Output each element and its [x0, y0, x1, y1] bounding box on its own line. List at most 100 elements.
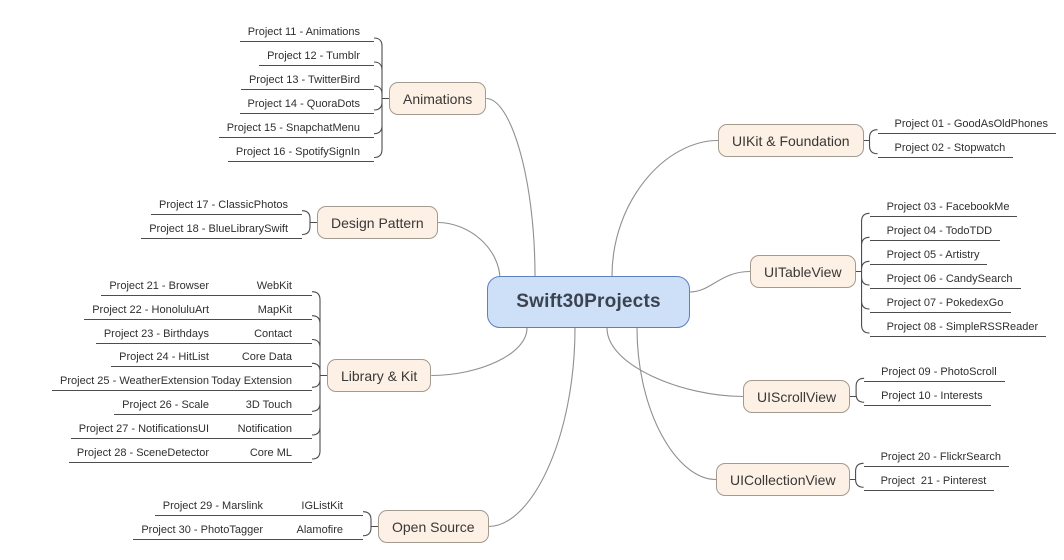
connector-path	[362, 511, 379, 537]
leaf-framework-label: Today Extension	[211, 375, 292, 388]
leaf-topic-label: Project 09 - PhotoScroll	[881, 366, 997, 379]
branch-topic-uikit-foundation[interactable]: UIKit & Foundation	[718, 124, 864, 157]
branch-topic-uitableview[interactable]: UITableView	[750, 255, 856, 288]
leaf-topic-label: Project 12 - Tumblr	[267, 50, 360, 62]
connector-path	[849, 377, 865, 403]
connector-path	[301, 210, 318, 236]
connector-path	[486, 97, 536, 277]
leaf-topic[interactable]: Project 20 - FlickrSearch	[863, 443, 1010, 468]
leaf-topic[interactable]: Project 26 - Scale 3D Touch	[114, 391, 312, 416]
leaf-topic[interactable]: Project 05 - Artistry	[869, 241, 988, 266]
connector-path	[606, 327, 744, 398]
branch-topic-library-kit[interactable]: Library & Kit	[327, 359, 432, 392]
leaf-topic-label: Project 18 - BlueLibrarySwift	[149, 222, 288, 235]
connector-path	[437, 221, 501, 281]
connector-path	[373, 37, 390, 159]
leaf-topic[interactable]: Project 18 - BlueLibrarySwift	[141, 215, 302, 239]
leaf-topic-label: Project 03 - FacebookMe	[886, 201, 1010, 214]
branch-topic-uiscrollview[interactable]: UIScrollView	[743, 380, 851, 413]
leaf-topic-label: Project 30 - PhotoTagger	[141, 523, 263, 536]
leaf-topic-label: Project 07 - PokedexGo	[886, 297, 1004, 309]
leaf-topic[interactable]: Project 30 - PhotoTagger Alamofire	[133, 516, 363, 540]
leaf-topic[interactable]: Project 11 - Animations	[239, 18, 374, 42]
leaf-topic[interactable]: Project 13 - TwitterBird	[240, 66, 374, 90]
leaf-topic[interactable]: Project 24 - HitList Core Data	[111, 343, 312, 368]
branch-topic-label: UIKit & Foundation	[732, 132, 850, 149]
central-topic[interactable]: Swift30Projects	[487, 276, 690, 328]
leaf-topic[interactable]: Project 09 - PhotoScroll	[864, 358, 1005, 383]
leaf-framework-label: Contact	[254, 327, 292, 340]
leaf-topic[interactable]: Project 01 - GoodAsOldPhones	[877, 110, 1056, 134]
leaf-topic-label: Project 20 - FlickrSearch	[880, 451, 1002, 464]
leaf-framework-label: Notification	[237, 423, 292, 435]
leaf-topic[interactable]: Project 29 - Marslink IGListKit	[154, 492, 363, 516]
leaf-topic-label: Project 10 - Interests	[881, 390, 983, 403]
leaf-topic-label: Project 11 - Animations	[247, 26, 360, 38]
leaf-framework-label: Alamofire	[296, 523, 343, 536]
leaf-topic-label: Project 26 - Scale	[122, 399, 209, 412]
branch-topic-animations[interactable]: Animations	[389, 82, 487, 115]
leaf-topic[interactable]: Project 02 - Stopwatch	[877, 134, 1014, 158]
leaf-topic-label: Project 24 - HitList	[119, 351, 209, 364]
leaf-topic-label: Project 05 - Artistry	[886, 249, 980, 262]
leaf-framework-label: IGListKit	[301, 499, 343, 512]
leaf-topic[interactable]: Project 23 - Birthdays Contact	[95, 320, 312, 344]
leaf-topic[interactable]: Project 03 - FacebookMe	[869, 193, 1018, 218]
leaf-topic[interactable]: Project 15 - SnapchatMenu	[218, 114, 374, 138]
connector-path	[854, 212, 870, 334]
leaf-topic[interactable]: Project 14 - QuoraDots	[239, 90, 374, 114]
branch-topic-design-pattern[interactable]: Design Pattern	[317, 206, 438, 239]
branch-topic-label: UICollectionView	[730, 471, 836, 488]
connector-path	[689, 270, 751, 293]
leaf-topic-label: Project 08 - SimpleRSSReader	[886, 321, 1039, 333]
branch-topic-label: UIScrollView	[757, 388, 837, 405]
leaf-topic[interactable]: Project 12 - Tumblr	[259, 42, 374, 66]
connector-path	[636, 327, 717, 481]
leaf-topic-label: Project 28 - SceneDetector	[76, 447, 209, 459]
leaf-topic-label: Project 23 - Birthdays	[103, 327, 209, 340]
leaf-topic-label: Project 04 - TodoTDD	[886, 225, 993, 238]
leaf-topic-label: Project 29 - Marslink	[162, 499, 263, 512]
connector-path	[862, 129, 878, 155]
leaf-topic-label: Project 16 - SpotifySignIn	[235, 145, 360, 158]
branch-topic-label: Library & Kit	[341, 367, 418, 384]
connector-path	[431, 327, 528, 377]
leaf-framework-label: Core ML	[249, 447, 292, 459]
leaf-framework-label: WebKit	[256, 279, 292, 292]
branch-topic-uicollectionview[interactable]: UICollectionView	[716, 463, 850, 496]
leaf-topic[interactable]: Project 21 - Browser WebKit	[101, 272, 312, 296]
leaf-topic[interactable]: Project 08 - SimpleRSSReader	[869, 313, 1047, 337]
leaf-topic-label: Project 14 - QuoraDots	[247, 98, 361, 110]
leaf-topic[interactable]: Project 27 - NotificationsUI Notification	[70, 415, 312, 439]
leaf-framework-label: Core Data	[241, 351, 292, 364]
leaf-topic-label: Project 27 - NotificationsUI	[78, 423, 209, 435]
connector-path	[611, 139, 719, 277]
leaf-topic[interactable]: Project 28 - SceneDetector Core ML	[68, 439, 312, 463]
leaf-topic-label: Project 02 - Stopwatch	[894, 141, 1006, 154]
leaf-topic-label: Project 15 - SnapchatMenu	[226, 121, 360, 134]
branch-topic-label: Animations	[403, 90, 473, 107]
leaf-topic[interactable]: Project 17 - ClassicPhotos	[151, 191, 302, 215]
leaf-topic[interactable]: Project 07 - PokedexGo	[869, 289, 1012, 313]
branch-topic-label: UITableView	[764, 263, 842, 280]
leaf-topic[interactable]: Project 21 - Pinterest	[863, 467, 995, 492]
leaf-topic[interactable]: Project 10 - Interests	[864, 382, 991, 407]
connector-path	[848, 462, 864, 488]
leaf-topic[interactable]: Project 04 - TodoTDD	[869, 217, 1001, 242]
leaf-topic-label: Project 13 - TwitterBird	[248, 74, 360, 86]
leaf-topic-label: Project 17 - ClassicPhotos	[159, 198, 288, 211]
connector-path	[488, 327, 576, 528]
branch-topic-label: Design Pattern	[331, 214, 424, 231]
branch-topic-open-source[interactable]: Open Source	[378, 510, 489, 543]
leaf-topic-label: Project 21 - Browser	[109, 279, 209, 292]
central-topic-label: Swift30Projects	[516, 291, 661, 312]
leaf-topic-label: Project 21 - Pinterest	[880, 475, 987, 488]
leaf-topic[interactable]: Project 16 - SpotifySignIn	[227, 138, 374, 162]
leaf-topic[interactable]: Project 06 - CandySearch	[869, 265, 1021, 289]
leaf-framework-label: 3D Touch	[245, 399, 292, 412]
leaf-topic-label: Project 22 - HonoluluArt	[92, 303, 209, 316]
